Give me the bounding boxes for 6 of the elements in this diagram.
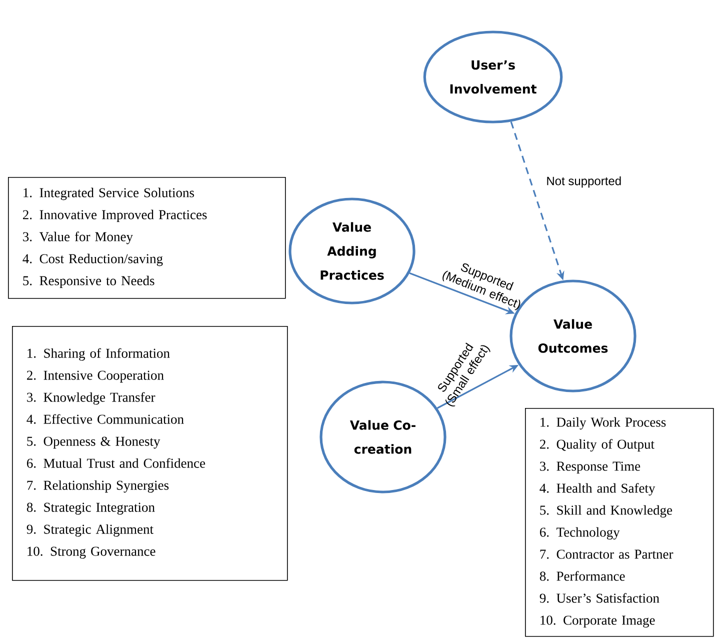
list-box: 1. Daily Work Process 2. Quality of Output 3. Response Time 4. Health and Safety 5. Skill and Knowledge 6. Technology 7. Contractor as Partner 8. Performance 9. User’s Satisfaction 10. Corporate Image [525,408,714,637]
edge-label: Not supported [547,176,621,188]
list-box: 1. Integrated Service Solutions 2. Innovative Improved Practices 3. Value for Money 4. Cost Reduction/saving 5. Responsive to Needs [8,177,286,299]
list-box: 1. Sharing of Information 2. Intensive Cooperation 3. Knowledge Transfer 4. Effective Communication 5. Openness & Honesty 6. Mutual Trust and Confidence 7. Relationship Synergies 8. Strategic Integration 9. Strategic Alignment 10. Strong Governance [12,326,288,581]
ellipse-node: Value Adding Practices [288,198,416,304]
ellipse-node: User’s Involvement [423,30,563,124]
